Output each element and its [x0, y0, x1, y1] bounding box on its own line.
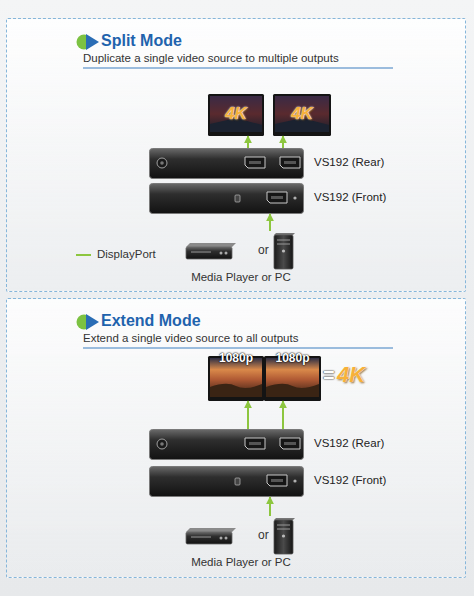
device-graphic	[149, 148, 304, 179]
device-graphic	[149, 429, 304, 460]
player-button	[220, 537, 223, 540]
device-body	[150, 149, 304, 179]
player-button	[225, 252, 228, 255]
device-front: VS192 (Front)	[149, 466, 304, 497]
resolution-label: =	[323, 364, 335, 387]
status-switch	[235, 478, 240, 485]
monitor: 1080p	[264, 356, 321, 401]
mode-title: Split Mode	[101, 32, 182, 50]
resolution-text: 4K	[208, 104, 264, 124]
resolution-text: 4K	[273, 104, 331, 124]
resolution-text: 1080p	[208, 352, 264, 366]
drive-bay	[277, 244, 290, 245]
device-label: VS192 (Rear)	[314, 437, 384, 450]
disc-slot	[191, 252, 211, 253]
resolution-text: 1080p	[264, 352, 321, 366]
port-pins	[271, 196, 283, 199]
landscape-hills	[210, 384, 262, 397]
title-underline	[83, 347, 393, 348]
player-top	[186, 243, 236, 247]
device-body	[150, 430, 304, 460]
device-graphic	[149, 183, 304, 214]
monitor-bezel	[208, 94, 264, 136]
monitor: 4K	[273, 94, 331, 136]
pc-power-button	[282, 249, 285, 252]
displayport-port	[280, 157, 300, 168]
power-jack-pin	[160, 442, 164, 446]
or-text: or	[258, 244, 269, 258]
port-pins	[249, 161, 261, 164]
pc-power-button	[282, 534, 285, 537]
video-source: orMedia Player or PC	[181, 516, 301, 568]
source-label: Media Player or PC	[181, 556, 301, 569]
displayport-port	[280, 438, 300, 449]
displayport-connector	[282, 401, 284, 429]
displayport-port	[267, 192, 287, 203]
device-label: VS192 (Front)	[314, 474, 386, 487]
power-jack	[157, 439, 167, 449]
landscape-hills	[266, 384, 319, 397]
media-player	[186, 532, 232, 544]
displayport-connector	[282, 136, 284, 148]
device-body	[150, 467, 304, 497]
resolution-label: 4K	[337, 362, 365, 387]
power-jack-pin	[160, 161, 164, 165]
displayport-port	[245, 157, 265, 168]
mode-icon-arrow	[86, 34, 99, 50]
device-front: VS192 (Front)	[149, 183, 304, 214]
port-pins	[271, 479, 283, 482]
monitor: 4K	[208, 94, 264, 136]
video-source: orMedia Player or PC	[181, 231, 301, 283]
mode-description: Extend a single video source to all outp…	[83, 332, 298, 345]
player-button	[220, 252, 223, 255]
port-pins	[284, 442, 296, 445]
port-pins	[284, 161, 296, 164]
mode-title: Extend Mode	[101, 312, 201, 330]
device-graphic	[149, 466, 304, 497]
media-player	[186, 247, 232, 259]
mode-icon-arrow	[86, 314, 99, 330]
device-body	[150, 184, 304, 214]
power-jack	[157, 158, 167, 168]
device-label: VS192 (Rear)	[314, 156, 384, 169]
displayport-port	[267, 475, 287, 486]
device-label: VS192 (Front)	[314, 191, 386, 204]
mode-description: Duplicate a single video source to multi…	[83, 52, 339, 65]
displayport-connector	[247, 401, 249, 429]
monitor-bezel	[273, 94, 331, 136]
player-top	[186, 528, 236, 532]
displayport-port	[245, 438, 265, 449]
device-rear: VS192 (Rear)	[149, 429, 304, 460]
drive-bay	[277, 529, 290, 530]
player-button	[225, 537, 228, 540]
status-switch	[235, 195, 240, 202]
displayport-connector	[269, 214, 271, 231]
title-underline	[83, 67, 393, 68]
disc-slot	[191, 537, 211, 538]
legend-text: DisplayPort	[97, 248, 156, 261]
displayport-connector	[269, 497, 271, 516]
or-text: or	[258, 529, 269, 543]
legend-swatch	[76, 254, 91, 256]
status-led	[293, 196, 296, 199]
port-pins	[249, 442, 261, 445]
status-led	[293, 479, 296, 482]
drive-bay	[277, 525, 290, 526]
device-rear: VS192 (Rear)	[149, 148, 304, 179]
displayport-connector	[247, 136, 249, 148]
mode-panel: Split ModeDuplicate a single video sourc…	[6, 18, 466, 292]
pc-tower	[274, 235, 293, 269]
legend: DisplayPort	[76, 248, 196, 262]
pc-tower	[274, 520, 293, 554]
source-label: Media Player or PC	[181, 271, 301, 284]
drive-bay	[277, 240, 290, 241]
monitor: 1080p	[208, 356, 264, 401]
mode-panel: Extend ModeExtend a single video source …	[6, 298, 466, 578]
